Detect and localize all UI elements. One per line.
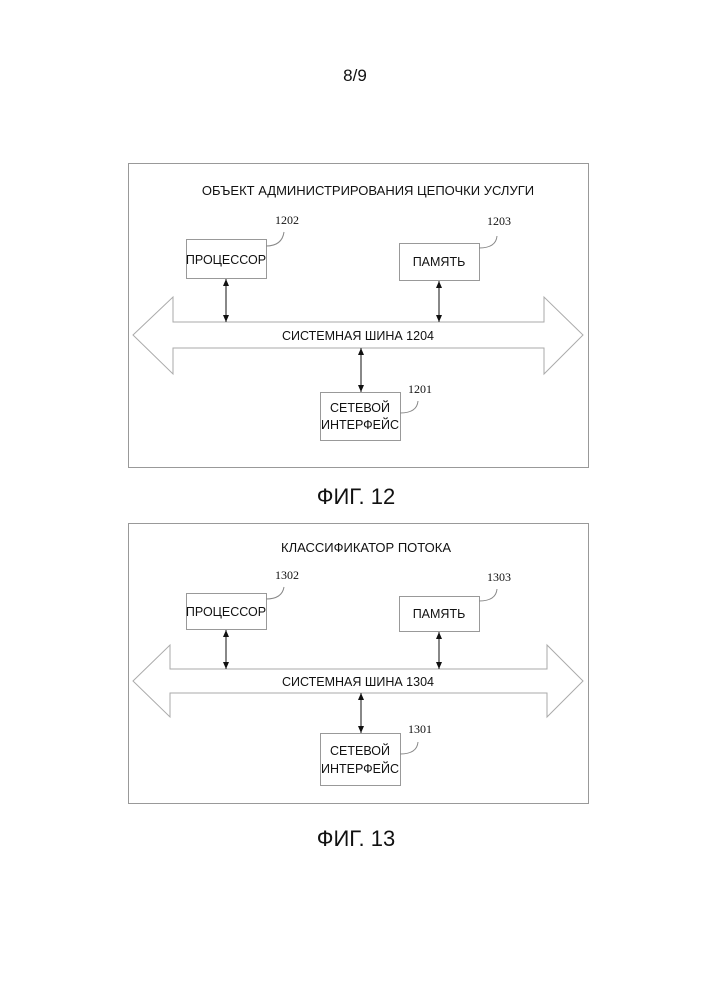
figure-title: ОБЪЕКТ АДМИНИСТРИРОВАНИЯ ЦЕПОЧКИ УСЛУГИ: [202, 183, 534, 198]
leader-line: [479, 589, 497, 601]
processor-ref: 1202: [275, 213, 299, 227]
figure-caption: ФИГ. 12: [317, 484, 395, 509]
system-bus-label: СИСТЕМНАЯ ШИНА 1204: [282, 329, 434, 343]
memory-ref: 1203: [487, 214, 511, 228]
figure-12: ОБЪЕКТ АДМИНИСТРИРОВАНИЯ ЦЕПОЧКИ УСЛУГИ …: [129, 164, 589, 510]
processor-label: ПРОЦЕССОР: [186, 605, 266, 619]
network-interface-label-1: СЕТЕВОЙ: [330, 743, 390, 758]
page-number: 8/9: [343, 66, 367, 85]
figure-caption: ФИГ. 13: [317, 826, 395, 851]
leader-line: [479, 236, 497, 248]
network-interface-label-2: ИНТЕРФЕЙС: [321, 417, 399, 432]
memory-label: ПАМЯТЬ: [413, 255, 466, 269]
processor-label: ПРОЦЕССОР: [186, 253, 266, 267]
network-interface-label-1: СЕТЕВОЙ: [330, 400, 390, 415]
network-interface-label-2: ИНТЕРФЕЙС: [321, 761, 399, 776]
leader-line: [400, 401, 418, 413]
network-interface-box: [321, 393, 401, 441]
system-bus-label: СИСТЕМНАЯ ШИНА 1304: [282, 675, 434, 689]
processor-ref: 1302: [275, 568, 299, 582]
figure-title: КЛАССИФИКАТОР ПОТОКА: [281, 540, 451, 555]
network-interface-ref: 1201: [408, 382, 432, 396]
figure-13: КЛАССИФИКАТОР ПОТОКА СИСТЕМНАЯ ШИНА 1304…: [129, 524, 589, 852]
leader-line: [266, 232, 284, 246]
memory-label: ПАМЯТЬ: [413, 607, 466, 621]
network-interface-ref: 1301: [408, 722, 432, 736]
memory-ref: 1303: [487, 570, 511, 584]
leader-line: [400, 742, 418, 754]
leader-line: [266, 587, 284, 599]
network-interface-box: [321, 734, 401, 786]
